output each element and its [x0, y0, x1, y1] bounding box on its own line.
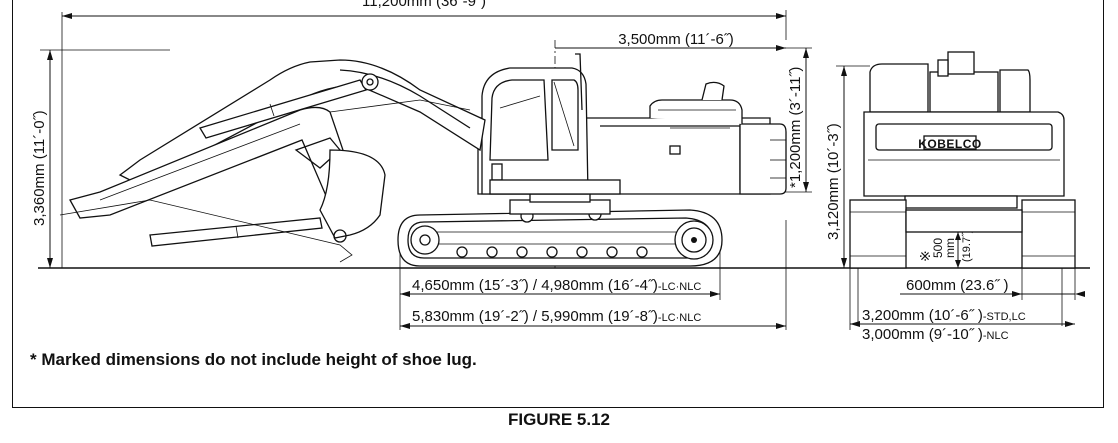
track-length-suffix: -LC·NLC [658, 312, 701, 324]
overall-length-dimension: 11,200mm (36´-9˝) [61, 0, 787, 268]
clearance-unit: mm [943, 238, 957, 258]
clearance-mark: ※ [917, 250, 933, 262]
tumbler-distance-suffix: -LC·NLC [658, 281, 701, 293]
overall-height-label: 3,120mm (10´-3˝) [825, 123, 842, 240]
track-length-dimension: 5,830mm (19´-2˝) / 5,990mm (19´-8˝)-LC·N… [400, 220, 787, 330]
cab-height-label: *1,200mm (3´-11˝) [787, 67, 804, 188]
overall-length-label: 11,200mm (36´-9˝) [362, 0, 486, 10]
shoe-width-dimension: 600mm (23.6˝ ) [900, 268, 1085, 300]
height-left-dimension: 3,360mm (11´-0˝) [31, 49, 170, 268]
width-std-dimension: 3,200mm (10´-6˝ )-STD,LC [849, 268, 1075, 330]
tail-swing-label: 3,500mm (11´-6˝) [618, 31, 734, 48]
ground-clearance-dimension: ※ 500 mm (19.7˝) [917, 230, 1010, 268]
svg-text:4,650mm (15´-3˝) / 4,980mm (16: 4,650mm (15´-3˝) / 4,980mm (16´-4˝)-LC·N… [412, 277, 701, 294]
boom-arm-bucket [59, 59, 486, 263]
clearance-inches: (19.7˝) [961, 230, 973, 262]
overall-height-dimension: 3,120mm (10´-3˝) [825, 65, 870, 268]
shoe-width-label: 600mm (23.6˝ ) [906, 277, 1009, 294]
tumbler-distance-label: 4,650mm (15´-3˝) / 4,980mm (16´-4˝) [412, 277, 658, 294]
width-nlc-suffix: -NLC [983, 330, 1009, 342]
svg-text:5,830mm (19´-2˝) / 5,990mm (19: 5,830mm (19´-2˝) / 5,990mm (19´-8˝)-LC·N… [412, 308, 701, 325]
svg-text:3,000mm (9´-10˝ )-NLC: 3,000mm (9´-10˝ )-NLC [862, 326, 1009, 343]
height-left-label: 3,360mm (11´-0˝) [31, 110, 48, 226]
width-nlc-dimension: 3,000mm (9´-10˝ )-NLC [857, 268, 1063, 343]
upper-structure [477, 53, 787, 195]
front-view-machine: KOBELCO [849, 51, 1076, 269]
track-undercarriage [397, 191, 723, 267]
clearance-mm: 500 [931, 238, 945, 258]
figure-caption: FIGURE 5.12 [507, 410, 611, 429]
shoe-lug-note: * Marked dimensions do not include heigh… [30, 350, 477, 369]
width-nlc-label: 3,000mm (9´-10˝ ) [862, 326, 983, 343]
width-std-label: 3,200mm (10´-6˝ ) [862, 307, 983, 324]
svg-text:3,200mm (10´-6˝ )-STD,LC: 3,200mm (10´-6˝ )-STD,LC [862, 307, 1026, 324]
width-std-suffix: -STD,LC [983, 311, 1026, 323]
kobelco-logo: KOBELCO [918, 137, 982, 151]
track-length-label: 5,830mm (19´-2˝) / 5,990mm (19´-8˝) [412, 308, 658, 325]
